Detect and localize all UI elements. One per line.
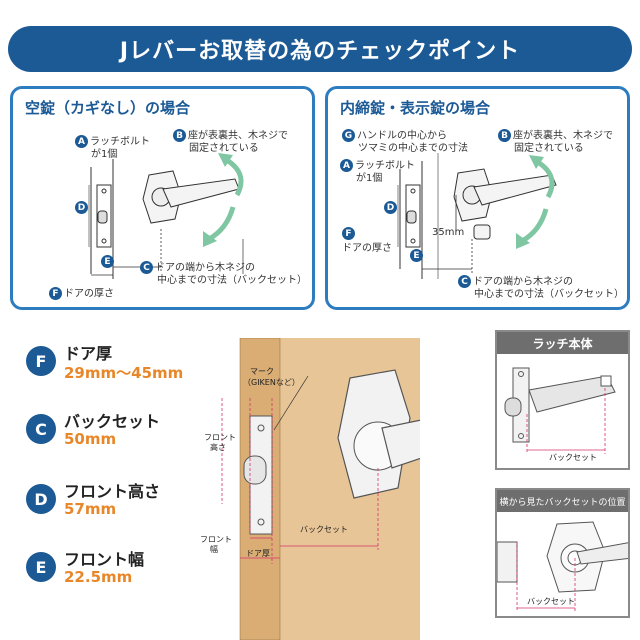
label-a2-right: が1個 [356,173,383,184]
badge-b: B [173,129,186,142]
spec-front-width: E フロント幅 22.5mm [26,546,216,596]
door-label-front-width2: 幅 [210,545,218,554]
door-label-thickness: ドア厚 [246,549,270,558]
badge-e-right: E [410,249,425,263]
label-c2-left: 中心までの寸法（バックセット） [157,275,307,286]
spec-badge-e: E [26,552,56,582]
badge-f: F [49,287,62,300]
spec-door-thickness: F ドア厚 29mm〜45mm [26,340,216,390]
label-g2-right: ツマミの中心までの寸法 [358,143,468,154]
spec-label: バックセット [64,412,161,431]
non-locking-diagram [88,153,244,279]
door-label-mark2: （GIKENなど） [243,378,300,387]
badge-g: G [342,129,355,142]
badge-f-right: F [342,227,357,241]
spec-value: 50mm [64,430,117,448]
label-c2-right: 中心までの寸法（バックセット） [474,289,624,300]
inset-side-backset: 横から見たバックセットの位置 バックセット [495,488,630,618]
spec-backset: C バックセット 50mm [26,408,216,458]
spec-front-height: D フロント高さ 57mm [26,478,216,528]
badge-c: C [140,261,153,274]
badge-d-right: D [384,201,399,215]
side-view-drawing [497,521,628,612]
inset-title-side: 横から見たバックセットの位置 [497,490,628,512]
inset-top-backset: バックセット [549,453,597,462]
label-f-right: ドアの厚さ [342,243,392,254]
spec-badge-d: D [26,484,56,514]
door-label-front-height: フロント [204,433,236,442]
locking-diagram [397,153,557,279]
spec-badge-f: F [26,346,56,376]
latch-body-drawing [504,367,616,454]
door-label-mark: マーク [250,367,274,376]
door-label-backset: バックセット [300,525,348,534]
badge-e-left: E [101,255,116,269]
page-title: Jレバーお取替の為のチェックポイント [8,26,632,72]
spec-badge-c: C [26,414,56,444]
panel-title-non-locking: 空錠（カギなし）の場合 [25,99,191,117]
label-a2-left: が1個 [91,149,118,160]
label-b2-right: 固定されている [514,143,584,154]
panel-non-locking: 空錠（カギなし）の場合 [10,86,315,310]
badge-d-left: D [75,201,90,215]
label-b2-left: 固定されている [189,143,259,154]
inset-bottom-backset: バックセット [527,597,575,606]
spec-value: 29mm〜45mm [64,364,184,382]
door-illustration [221,338,420,640]
spec-label: フロント幅 [64,550,145,569]
dim-35mm: 35mm [432,227,465,238]
spec-value: 57mm [64,500,117,518]
panel-title-locking: 内締錠・表示錠の場合 [340,99,491,117]
spec-label: フロント高さ [64,482,161,501]
badge-a: A [75,135,88,148]
spec-label: ドア厚 [64,344,113,363]
door-label-front-height2: 高さ [210,443,226,452]
inset-latch-body: ラッチ本体 バックセット [495,330,630,470]
door-label-front-width: フロント [200,535,232,544]
spec-value: 22.5mm [64,568,133,586]
inset-title-latch: ラッチ本体 [497,332,628,354]
